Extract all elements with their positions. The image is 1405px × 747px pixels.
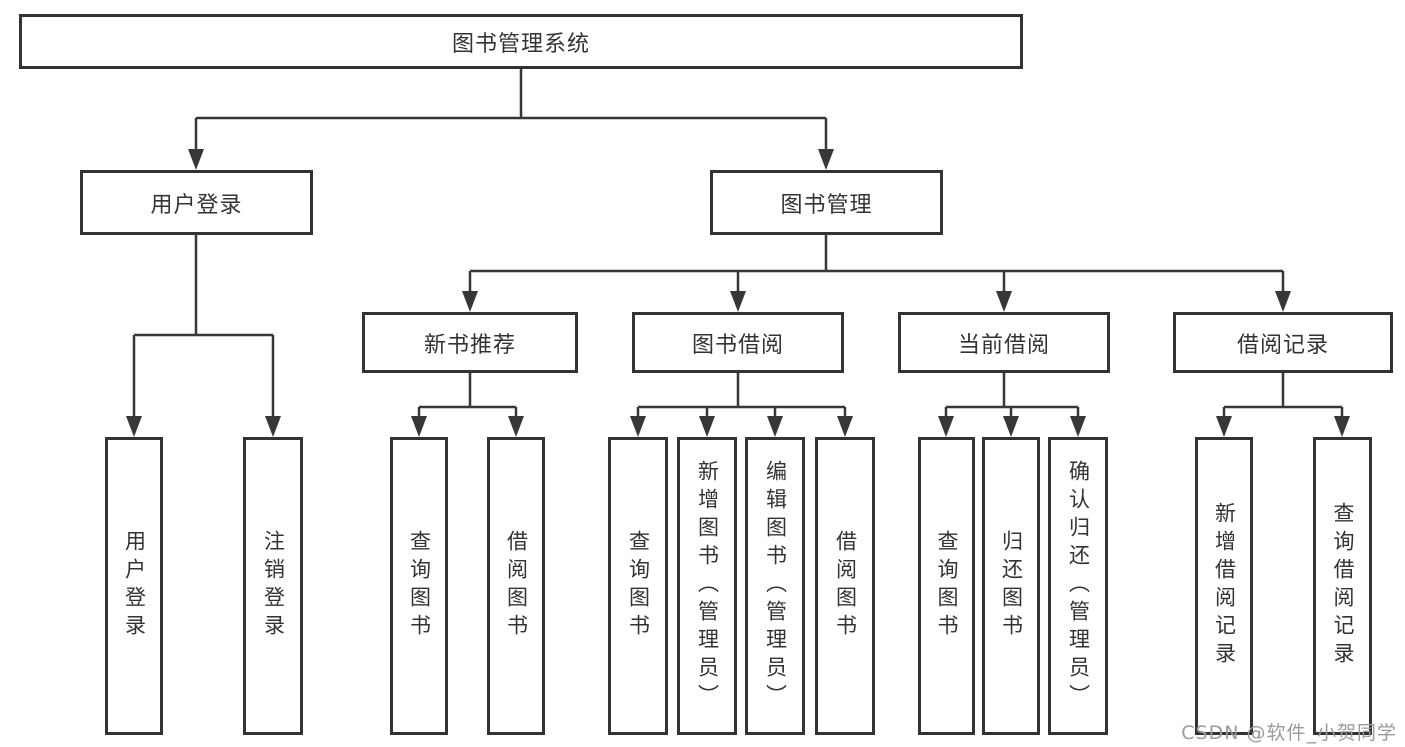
node-borrow-records: 借阅记录 [1173, 312, 1393, 373]
node-label: 借阅图书 [504, 530, 529, 642]
leaf-user-login: 用户登录 [105, 437, 163, 735]
node-label: 图书借阅 [691, 332, 784, 358]
node-label: 归还图书 [999, 530, 1024, 642]
node-new-book-recommend: 新书推荐 [362, 312, 578, 373]
node-library-system: 图书管理系统 [19, 14, 1023, 69]
arrowhead-icons [126, 149, 1350, 437]
csdn-watermark: CSDN @软件_小贺同学 [1181, 722, 1397, 744]
node-current-borrow: 当前借阅 [898, 312, 1110, 373]
node-user-login: 用户登录 [80, 170, 313, 235]
leaf-query-books-borrow: 查询图书 [608, 437, 668, 735]
leaf-return-books: 归还图书 [982, 437, 1040, 735]
leaf-query-borrow-record: 查询借阅记录 [1313, 437, 1372, 735]
node-label: 查询图书 [626, 530, 651, 642]
node-label: 查询图书 [935, 530, 959, 642]
leaf-add-borrow-record: 新增借阅记录 [1195, 437, 1253, 735]
node-label: 当前借阅 [957, 332, 1050, 358]
node-book-management: 图书管理 [710, 170, 943, 235]
node-label: 编辑图书（管理员） [763, 460, 788, 712]
leaf-edit-books-admin: 编辑图书（管理员） [745, 437, 805, 735]
node-label: 图书管理 [780, 192, 873, 218]
node-label: 查询借阅记录 [1331, 502, 1355, 670]
leaf-query-books-current: 查询图书 [918, 437, 975, 735]
node-label: 新书推荐 [423, 332, 516, 358]
node-label: 注销登录 [261, 530, 286, 642]
leaf-borrow-books-recommend: 借阅图书 [487, 437, 545, 735]
leaf-borrow-books: 借阅图书 [815, 437, 875, 735]
node-label: 借阅图书 [833, 530, 858, 642]
node-label: 用户登录 [122, 530, 147, 642]
node-label: 新增借阅记录 [1212, 502, 1237, 670]
leaf-logout: 注销登录 [243, 437, 303, 735]
leaf-add-books-admin: 新增图书（管理员） [677, 437, 737, 735]
node-book-borrow: 图书借阅 [632, 312, 844, 373]
leaf-query-books-recommend: 查询图书 [390, 437, 448, 735]
node-label: 查询图书 [407, 530, 432, 642]
node-label: 借阅记录 [1236, 332, 1329, 358]
leaf-confirm-return-admin: 确认归还（管理员） [1048, 437, 1108, 735]
node-label: 新增图书（管理员） [695, 460, 720, 712]
node-label: 图书管理系统 [451, 31, 590, 57]
node-label: 确认归还（管理员） [1066, 460, 1091, 712]
node-label: 用户登录 [150, 192, 243, 218]
